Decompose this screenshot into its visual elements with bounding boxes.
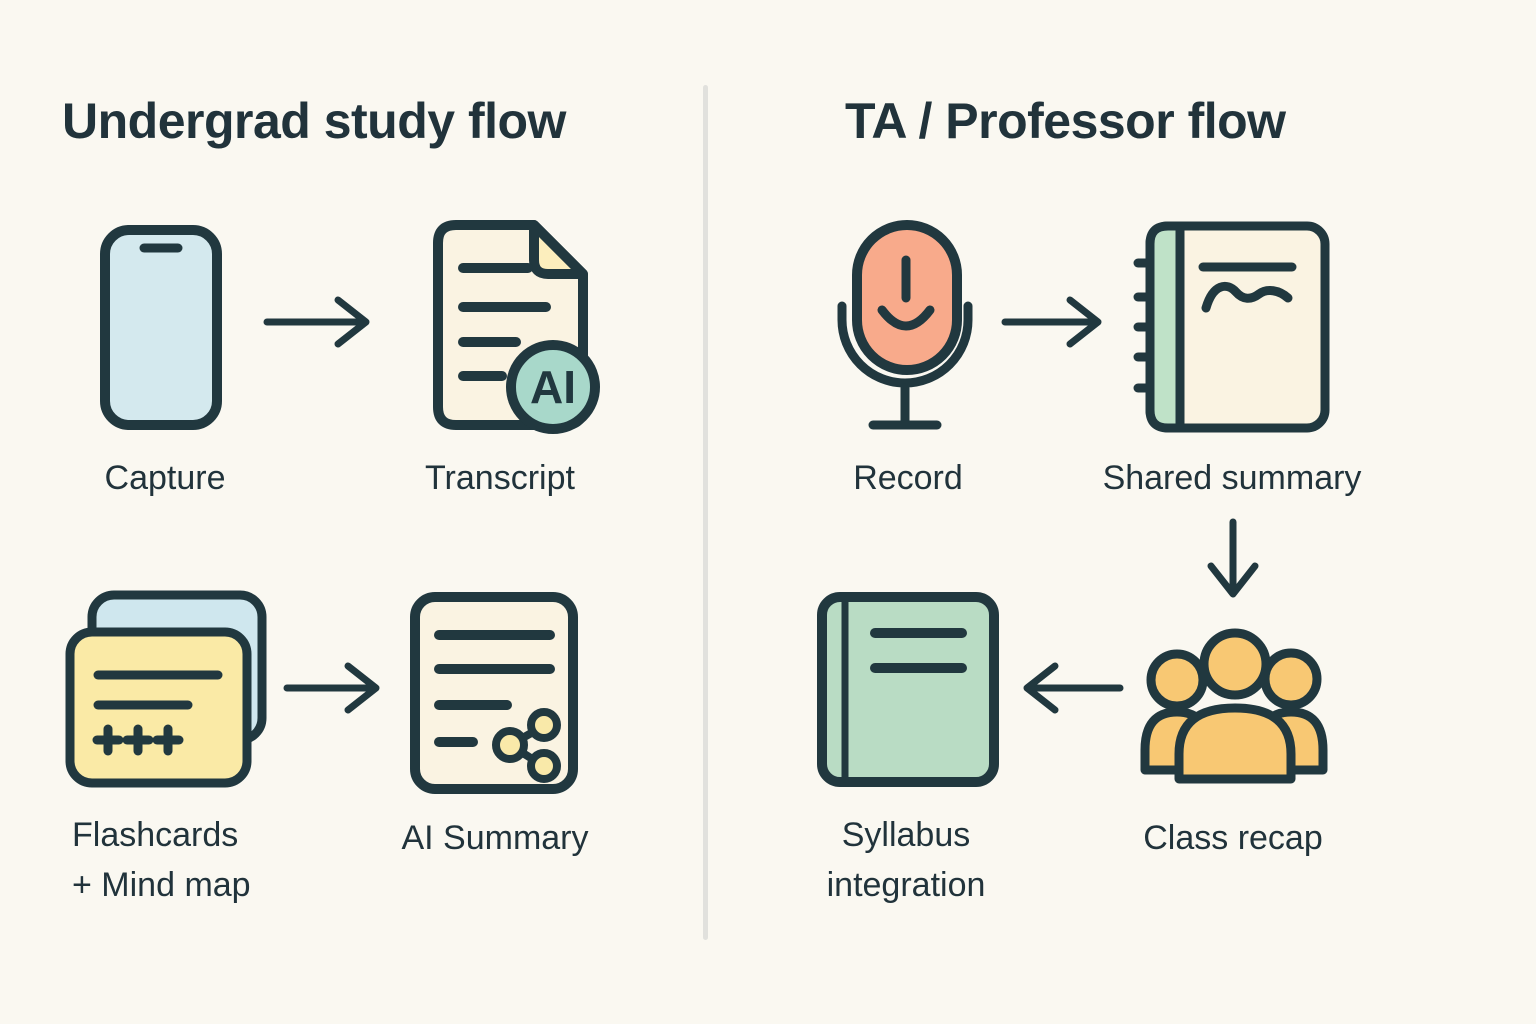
mic-stand (837, 301, 973, 388)
flashcards-label: Flashcards + Mind map (72, 810, 251, 910)
person-left-head (1146, 649, 1208, 711)
panel-divider (703, 85, 708, 940)
arrow-down-icon (1207, 518, 1259, 598)
people-group-icon (1140, 628, 1328, 784)
ai-badge: AI (506, 340, 600, 434)
svg-text:AI: AI (530, 361, 576, 413)
document-icon: AI (433, 220, 600, 434)
record-label: Record (853, 459, 963, 497)
notebook-icon (1133, 221, 1330, 433)
book-icon (817, 592, 999, 787)
phone-icon (100, 225, 222, 430)
arrow-right-icon (283, 662, 380, 714)
arrow-right-icon (1001, 296, 1102, 348)
notebook-spine (1145, 221, 1185, 433)
left-flow-title: Undergrad study flow (62, 93, 566, 149)
flashcards-label-line1: Flashcards (72, 816, 239, 854)
shared-summary-label: Shared summary (1102, 459, 1362, 497)
syllabus-label: Syllabus integration (806, 810, 1006, 910)
class-recap-label: Class recap (1143, 819, 1323, 857)
person-front-body (1174, 703, 1296, 784)
document-share-icon (410, 592, 578, 794)
arrow-left-icon (1023, 662, 1124, 714)
share-nodes-icon (492, 708, 561, 783)
microphone-icon (837, 220, 973, 430)
person-right-head (1260, 648, 1322, 710)
transcript-label: Transcript (425, 459, 575, 497)
syllabus-label-line2: integration (826, 866, 986, 904)
right-flow-title: TA / Professor flow (845, 93, 1286, 149)
page-fold (529, 220, 588, 279)
ai-summary-label: AI Summary (401, 819, 589, 857)
flashcards-label-line2: + Mind map (72, 866, 251, 904)
syllabus-label-line1: Syllabus (841, 816, 971, 854)
squiggle-line (1201, 281, 1293, 313)
capture-label: Capture (104, 459, 226, 497)
arrow-right-icon (263, 296, 370, 348)
plus-marks (92, 724, 184, 756)
person-front-head (1199, 628, 1271, 700)
flashcards-icon (65, 590, 267, 788)
